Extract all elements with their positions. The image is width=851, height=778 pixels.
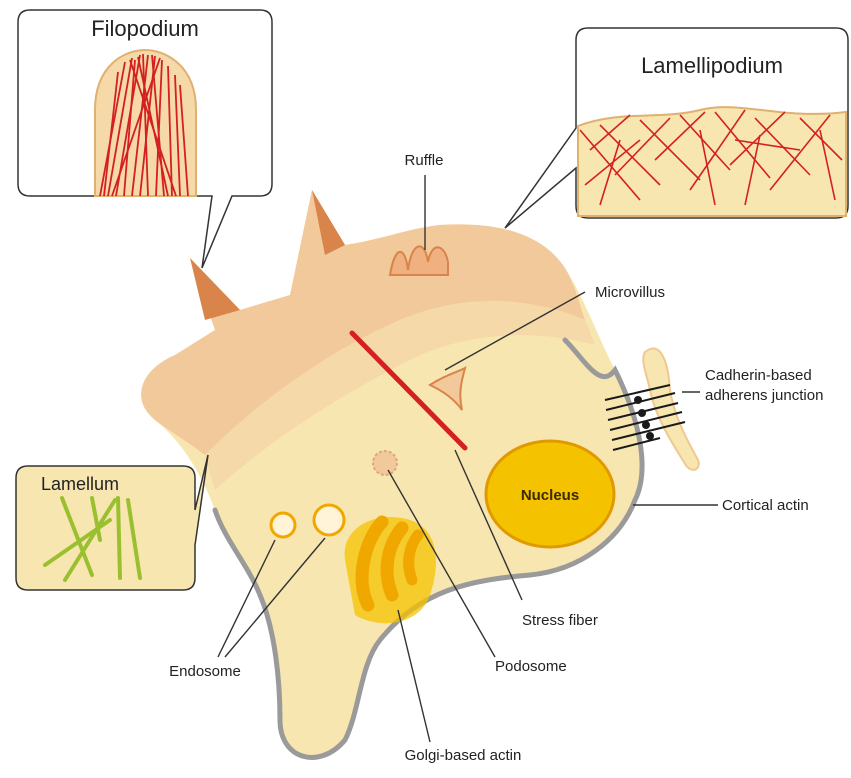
lamellum-title: Lamellum bbox=[41, 474, 119, 494]
golgi-shape bbox=[345, 517, 436, 623]
endosome-label: Endosome bbox=[169, 663, 241, 680]
ruffle-label: Ruffle bbox=[405, 152, 444, 169]
endosome-small bbox=[271, 513, 295, 537]
podosome-label: Podosome bbox=[495, 658, 567, 675]
lamellipodium-inset: Lamellipodium bbox=[505, 28, 848, 228]
microvillus-label: Microvillus bbox=[595, 284, 665, 301]
podosome-shape bbox=[373, 451, 397, 475]
lamellum-inset: Lamellum bbox=[16, 455, 208, 590]
filopodium-title: Filopodium bbox=[91, 16, 199, 41]
cadherin-label-line2: adherens junction bbox=[705, 387, 823, 404]
filopodium-inset: Filopodium bbox=[18, 10, 272, 268]
stress-fiber-label: Stress fiber bbox=[522, 612, 598, 629]
filopodium-left bbox=[190, 258, 240, 320]
nucleus-label: Nucleus bbox=[521, 487, 579, 504]
cortical-actin-label: Cortical actin bbox=[722, 497, 809, 514]
lamellipodium-title: Lamellipodium bbox=[641, 53, 783, 78]
endosome-large bbox=[314, 505, 344, 535]
golgi-actin-label: Golgi-based actin bbox=[405, 747, 522, 764]
cadherin-label-line1: Cadherin-based bbox=[705, 367, 812, 384]
